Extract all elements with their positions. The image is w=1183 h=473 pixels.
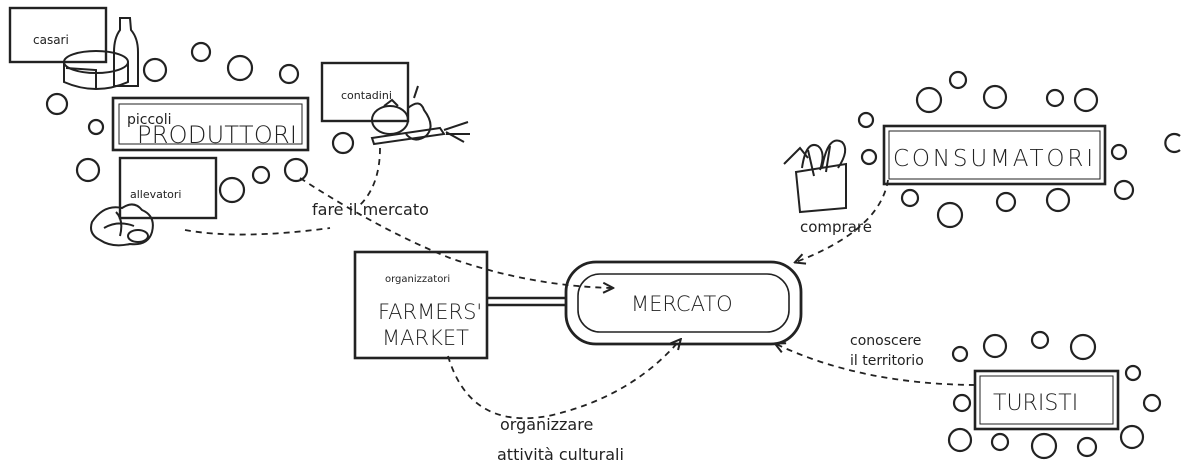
arrow-contadini-fare — [360, 148, 380, 205]
bottle-icon — [114, 18, 138, 86]
farmers-label: FARMERS' — [378, 300, 482, 324]
organizzatori-label: organizzatori — [385, 274, 450, 285]
conoscere-label: conoscere — [850, 333, 921, 349]
mercato-label: MERCATO — [631, 292, 733, 316]
market-label: MARKET — [382, 326, 469, 350]
organizzare-label: organizzare — [500, 415, 593, 434]
arrow-allevatori-fare — [185, 228, 330, 235]
allevatori-box: allevatori — [120, 158, 216, 218]
cheese-icon — [64, 51, 128, 89]
contadini-box: contadini — [322, 63, 408, 121]
basket-icon — [784, 140, 846, 212]
arrow-organizzare — [448, 340, 680, 418]
casari-box: casari — [10, 8, 106, 62]
casari-label: casari — [33, 33, 69, 47]
turisti-label: TURISTI — [993, 391, 1078, 416]
produttori-box: piccoli PRODUTTORI — [113, 98, 308, 150]
turisti-box: TURISTI — [975, 371, 1118, 429]
fare-mercato-label: fare il mercato — [312, 200, 429, 219]
comprare-label: comprare — [800, 218, 872, 236]
contadini-label: contadini — [341, 89, 392, 102]
produttori-label: PRODUTTORI — [137, 121, 297, 149]
attivita-label: attività culturali — [497, 445, 624, 464]
farmers-mercato-connector — [488, 298, 567, 305]
arrow-produttori-mercato — [300, 178, 612, 288]
territorio-label: il territorio — [850, 353, 924, 369]
dashed-arrows — [185, 148, 975, 418]
farmers-market-box: organizzatori FARMERS' MARKET — [355, 252, 487, 358]
consumatori-label: CONSUMATORI — [893, 146, 1093, 172]
allevatori-label: allevatori — [130, 188, 182, 201]
mercato-box: MERCATO — [566, 262, 801, 344]
meat-icon — [91, 204, 153, 245]
consumatori-box: CONSUMATORI — [884, 126, 1105, 184]
